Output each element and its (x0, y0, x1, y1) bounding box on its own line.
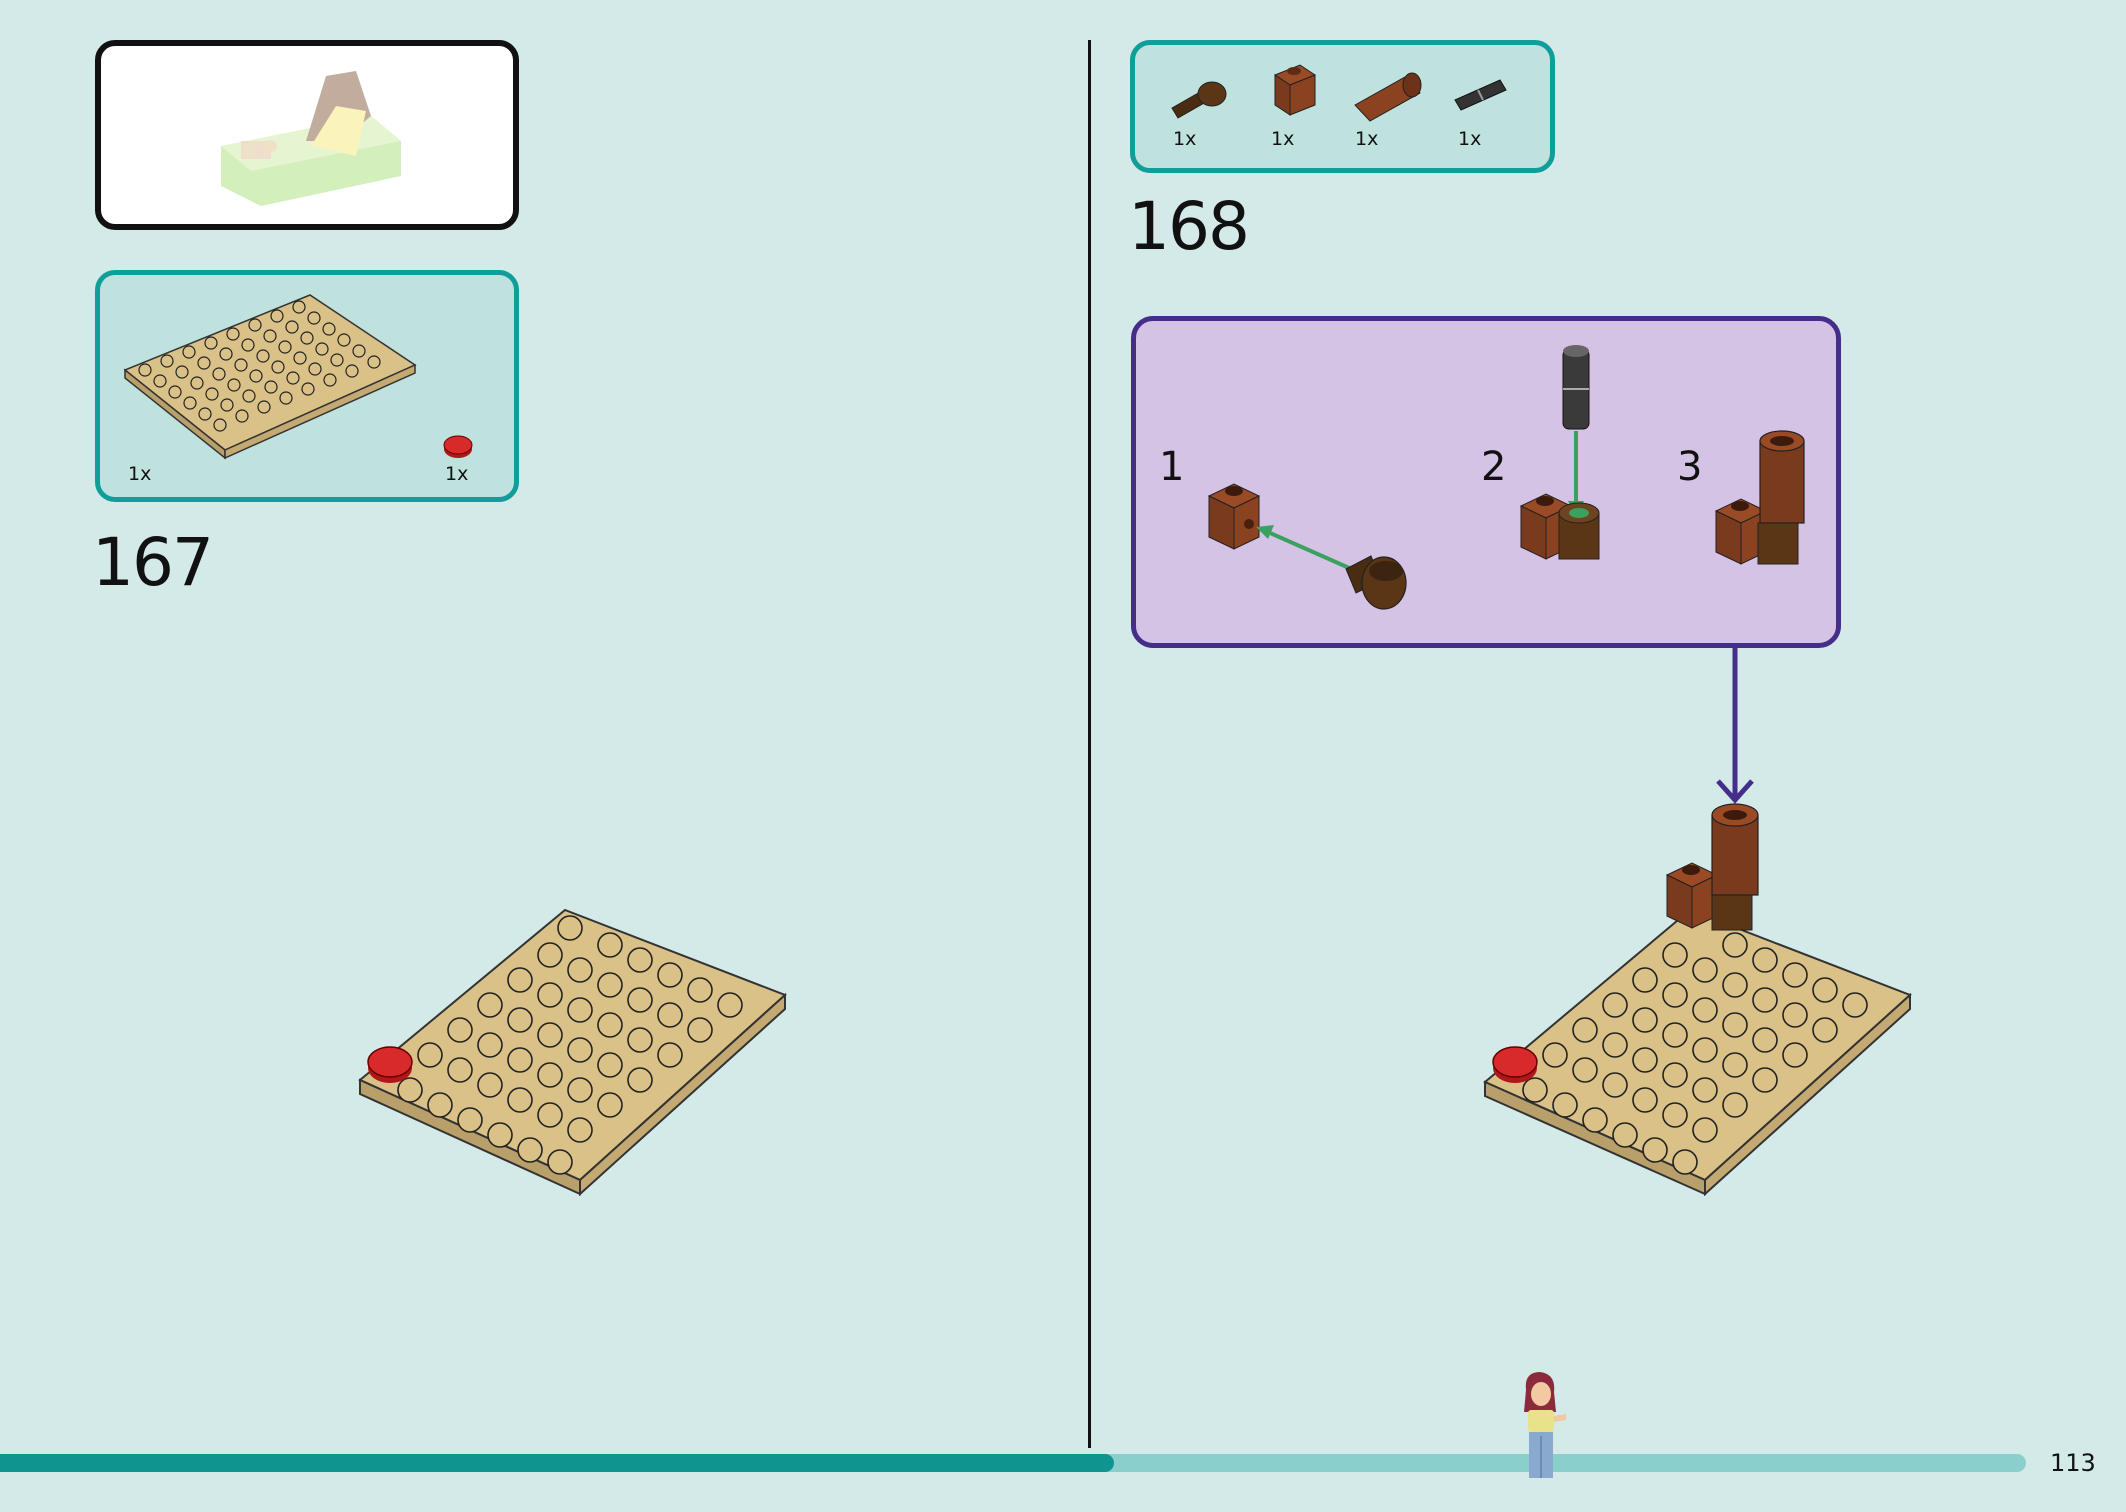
substep-2-illustration (1519, 345, 1600, 560)
step-167-model-plate (358, 908, 787, 1197)
part-qty: 1x (1458, 128, 1482, 150)
parts-list-step-168: 1x 1x 1x 1x (1130, 40, 1555, 173)
round-brick-icon (1354, 72, 1422, 122)
substep-number-3: 3 (1677, 444, 1703, 490)
parts-list-step-167: 1x 1x (95, 270, 519, 502)
step-number-167: 167 (92, 524, 214, 601)
part-qty: 1x (1355, 128, 1379, 150)
substep-1-illustration (1207, 483, 1407, 610)
completed-model-preview (221, 71, 401, 206)
part-qty: 1x (445, 463, 469, 485)
substep-number-2: 2 (1481, 444, 1507, 490)
overview-panel (95, 40, 519, 230)
substep-panel: 1 2 3 (1131, 316, 1841, 648)
part-qty: 1x (128, 463, 152, 485)
substep-callout-arrow (1716, 648, 1754, 804)
page-number: 113 (2050, 1449, 2096, 1477)
part-qty: 1x (1271, 128, 1295, 150)
progress-fill (0, 1454, 1114, 1472)
tan-plate-icon (123, 294, 417, 460)
step-168-model-assembly (1483, 803, 1912, 1197)
technic-pin-icon (1454, 79, 1507, 111)
substep-number-1: 1 (1159, 444, 1185, 490)
page-divider (1088, 40, 1091, 1448)
part-qty: 1x (1173, 128, 1197, 150)
angle-connector-icon (1171, 81, 1227, 119)
brick-with-hole-icon (1273, 64, 1317, 116)
minifigure-icon (1524, 1372, 1566, 1478)
substep-3-illustration (1714, 430, 1805, 565)
red-round-tile-icon (443, 435, 473, 458)
step-number-168: 168 (1128, 188, 1250, 265)
